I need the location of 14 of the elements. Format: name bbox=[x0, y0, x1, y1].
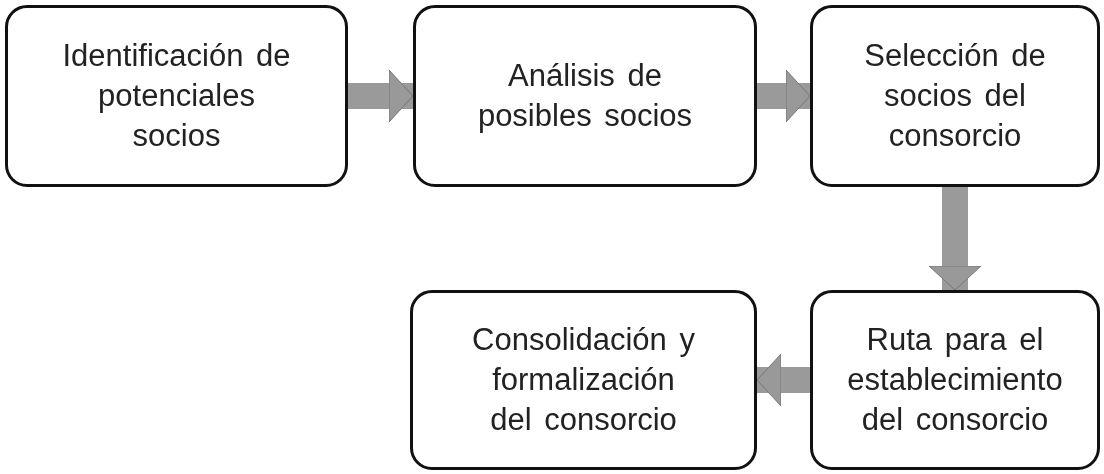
step-label: Análisis de posibles socios bbox=[476, 57, 694, 135]
process-box bbox=[810, 5, 1100, 187]
process-box bbox=[413, 5, 757, 187]
block-arrow bbox=[757, 69, 811, 123]
block-arrow bbox=[348, 69, 414, 123]
step-label: Consolidación y formalización del consorcio bbox=[471, 321, 696, 439]
process-box bbox=[810, 290, 1100, 470]
step-label: Identificación de potenciales socios bbox=[61, 37, 292, 155]
process-box bbox=[410, 290, 757, 470]
block-arrow bbox=[756, 353, 810, 407]
step-label: Ruta para el establecimiento del consorcio bbox=[846, 321, 1064, 439]
block-arrow bbox=[928, 187, 982, 291]
step-label: Selección de socios del consorcio bbox=[863, 37, 1047, 155]
process-box bbox=[5, 5, 348, 187]
